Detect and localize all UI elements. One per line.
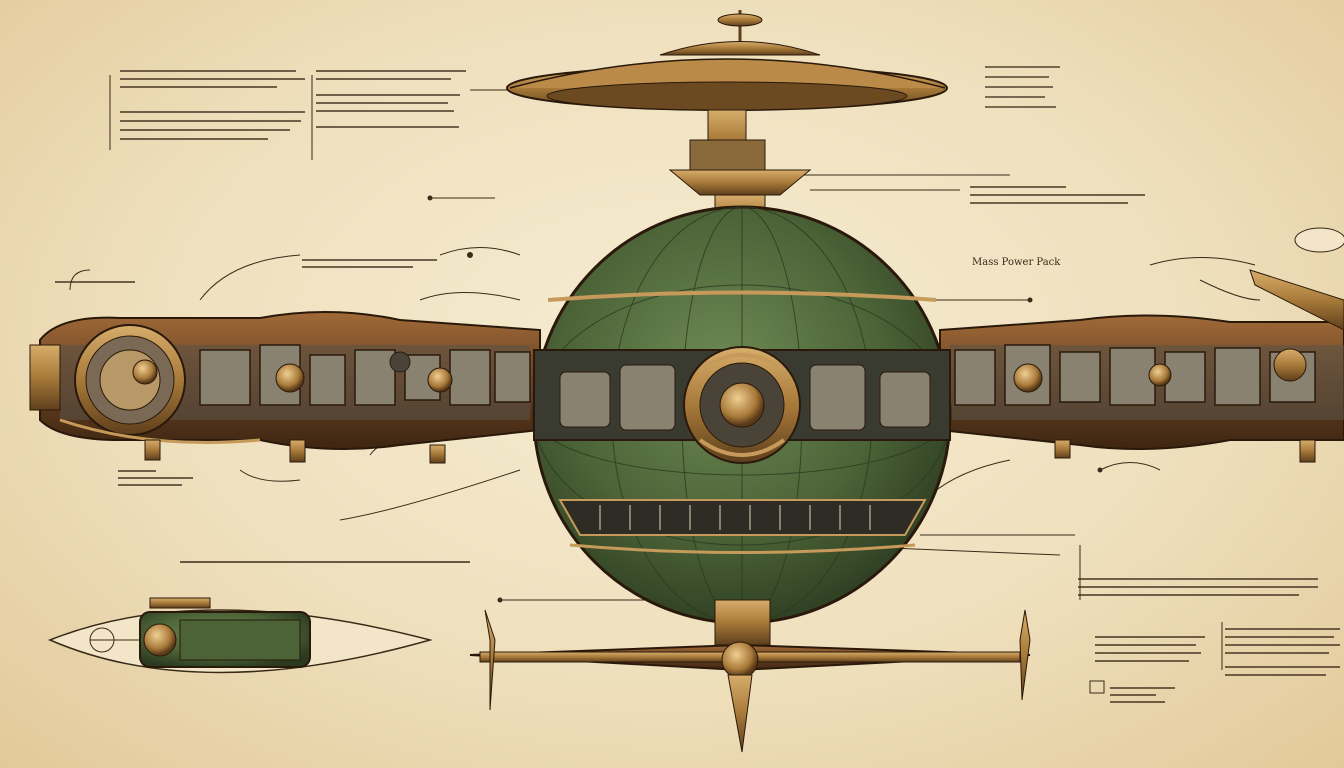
illegible-note-left-mid (118, 465, 193, 491)
illegible-note-mid-left (302, 254, 437, 273)
mid-right-label: Mass Power Pack (972, 257, 1061, 268)
central-globe-hull (532, 205, 952, 625)
hanging-pods (144, 439, 1316, 464)
top-rotor-assembly (506, 10, 948, 244)
lower-keel-assembly (469, 599, 1031, 753)
leader-lines (69, 75, 1261, 670)
illegible-paragraph-bottom-right (1078, 572, 1318, 602)
illegible-note-top-center (316, 64, 466, 134)
illegible-note-top-right (985, 58, 1060, 116)
right-telescope (1249, 227, 1344, 331)
illegible-note-far-left (55, 278, 135, 286)
gondola-side-view (48, 597, 433, 674)
left-engine-wing (29, 311, 541, 450)
legend-box (1089, 680, 1105, 694)
illegible-note-top-left-2 (120, 104, 305, 147)
illegible-note-right-upper (970, 180, 1145, 210)
right-engine-wing (939, 314, 1344, 450)
illegible-column-bottom-mid (1095, 630, 1205, 668)
illegible-column-bottom-right (1225, 622, 1340, 682)
illegible-note-box-legend (1110, 682, 1175, 708)
illegible-note-top-left (120, 64, 305, 94)
illegible-caption-bottom (180, 556, 470, 568)
